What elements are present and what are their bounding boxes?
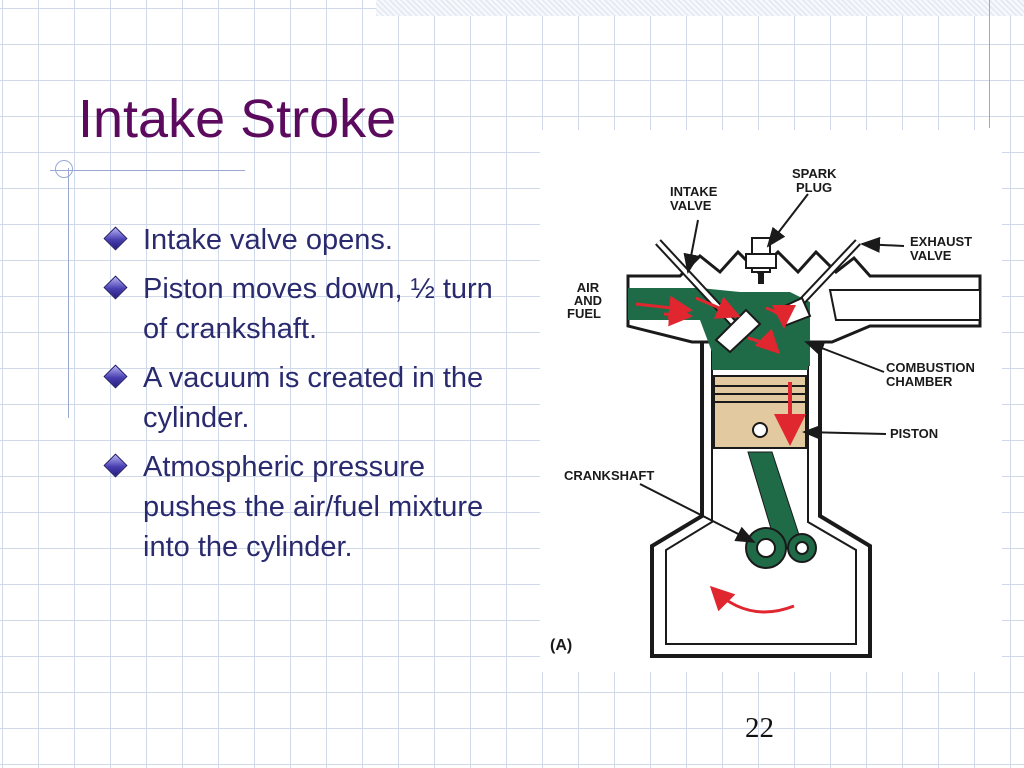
bullet-text: Piston moves down, ½ turn of crankshaft. — [143, 273, 493, 345]
diamond-bullet-icon — [103, 275, 128, 300]
leader-line — [639, 483, 756, 543]
leader-line — [683, 219, 700, 274]
right-decorative-rule — [989, 0, 990, 128]
intake-valve-head — [714, 308, 762, 354]
bullet-item: Piston moves down, ½ turn of crankshaft. — [103, 269, 504, 349]
bullet-item: Intake valve opens. — [103, 220, 504, 260]
title-decorative-circle — [55, 160, 73, 178]
crankshaft-journal — [756, 538, 776, 558]
flow-arrow — [695, 296, 741, 319]
figure-label: (A) — [550, 637, 572, 654]
top-decorative-band — [376, 0, 1024, 16]
bullet-list: Intake valve opens. Piston moves down, ½… — [103, 220, 504, 576]
cylinder-inner-wall — [665, 340, 857, 645]
cylinder-outline — [650, 324, 872, 658]
flow-arrow — [747, 328, 781, 355]
piston-pin — [752, 422, 768, 438]
leader-line — [766, 193, 809, 248]
spark-plug-hex — [745, 253, 777, 269]
diamond-bullet-icon — [103, 364, 128, 389]
bullet-item: Atmospheric pressure pushes the air/fuel… — [103, 447, 504, 567]
diamond-bullet-icon — [103, 453, 128, 478]
bullet-text: A vacuum is created in the cylinder. — [143, 362, 484, 434]
flow-arrow — [663, 302, 693, 327]
slide-title: Intake Stroke — [78, 89, 397, 149]
left-decorative-rule — [68, 168, 69, 418]
bullet-item: A vacuum is created in the cylinder. — [103, 358, 504, 438]
title-underline — [50, 170, 245, 171]
piston-label: PISTON — [890, 426, 938, 441]
leader-line — [860, 236, 905, 253]
crankpin-journal — [795, 541, 809, 555]
crank-rotation-arrow — [709, 585, 795, 614]
leader-line — [804, 340, 885, 373]
spark-plug-tip — [758, 272, 764, 284]
leader-line — [802, 424, 887, 441]
flow-arrow — [765, 304, 796, 329]
bullet-text: Atmospheric pressure pushes the air/fuel… — [143, 451, 484, 563]
bullet-text: Intake valve opens. — [143, 224, 393, 256]
page-number: 22 — [745, 712, 774, 744]
diamond-bullet-icon — [103, 226, 128, 251]
crankshaft-label: CRANKSHAFT — [564, 468, 654, 483]
exhaust-port — [828, 289, 981, 321]
